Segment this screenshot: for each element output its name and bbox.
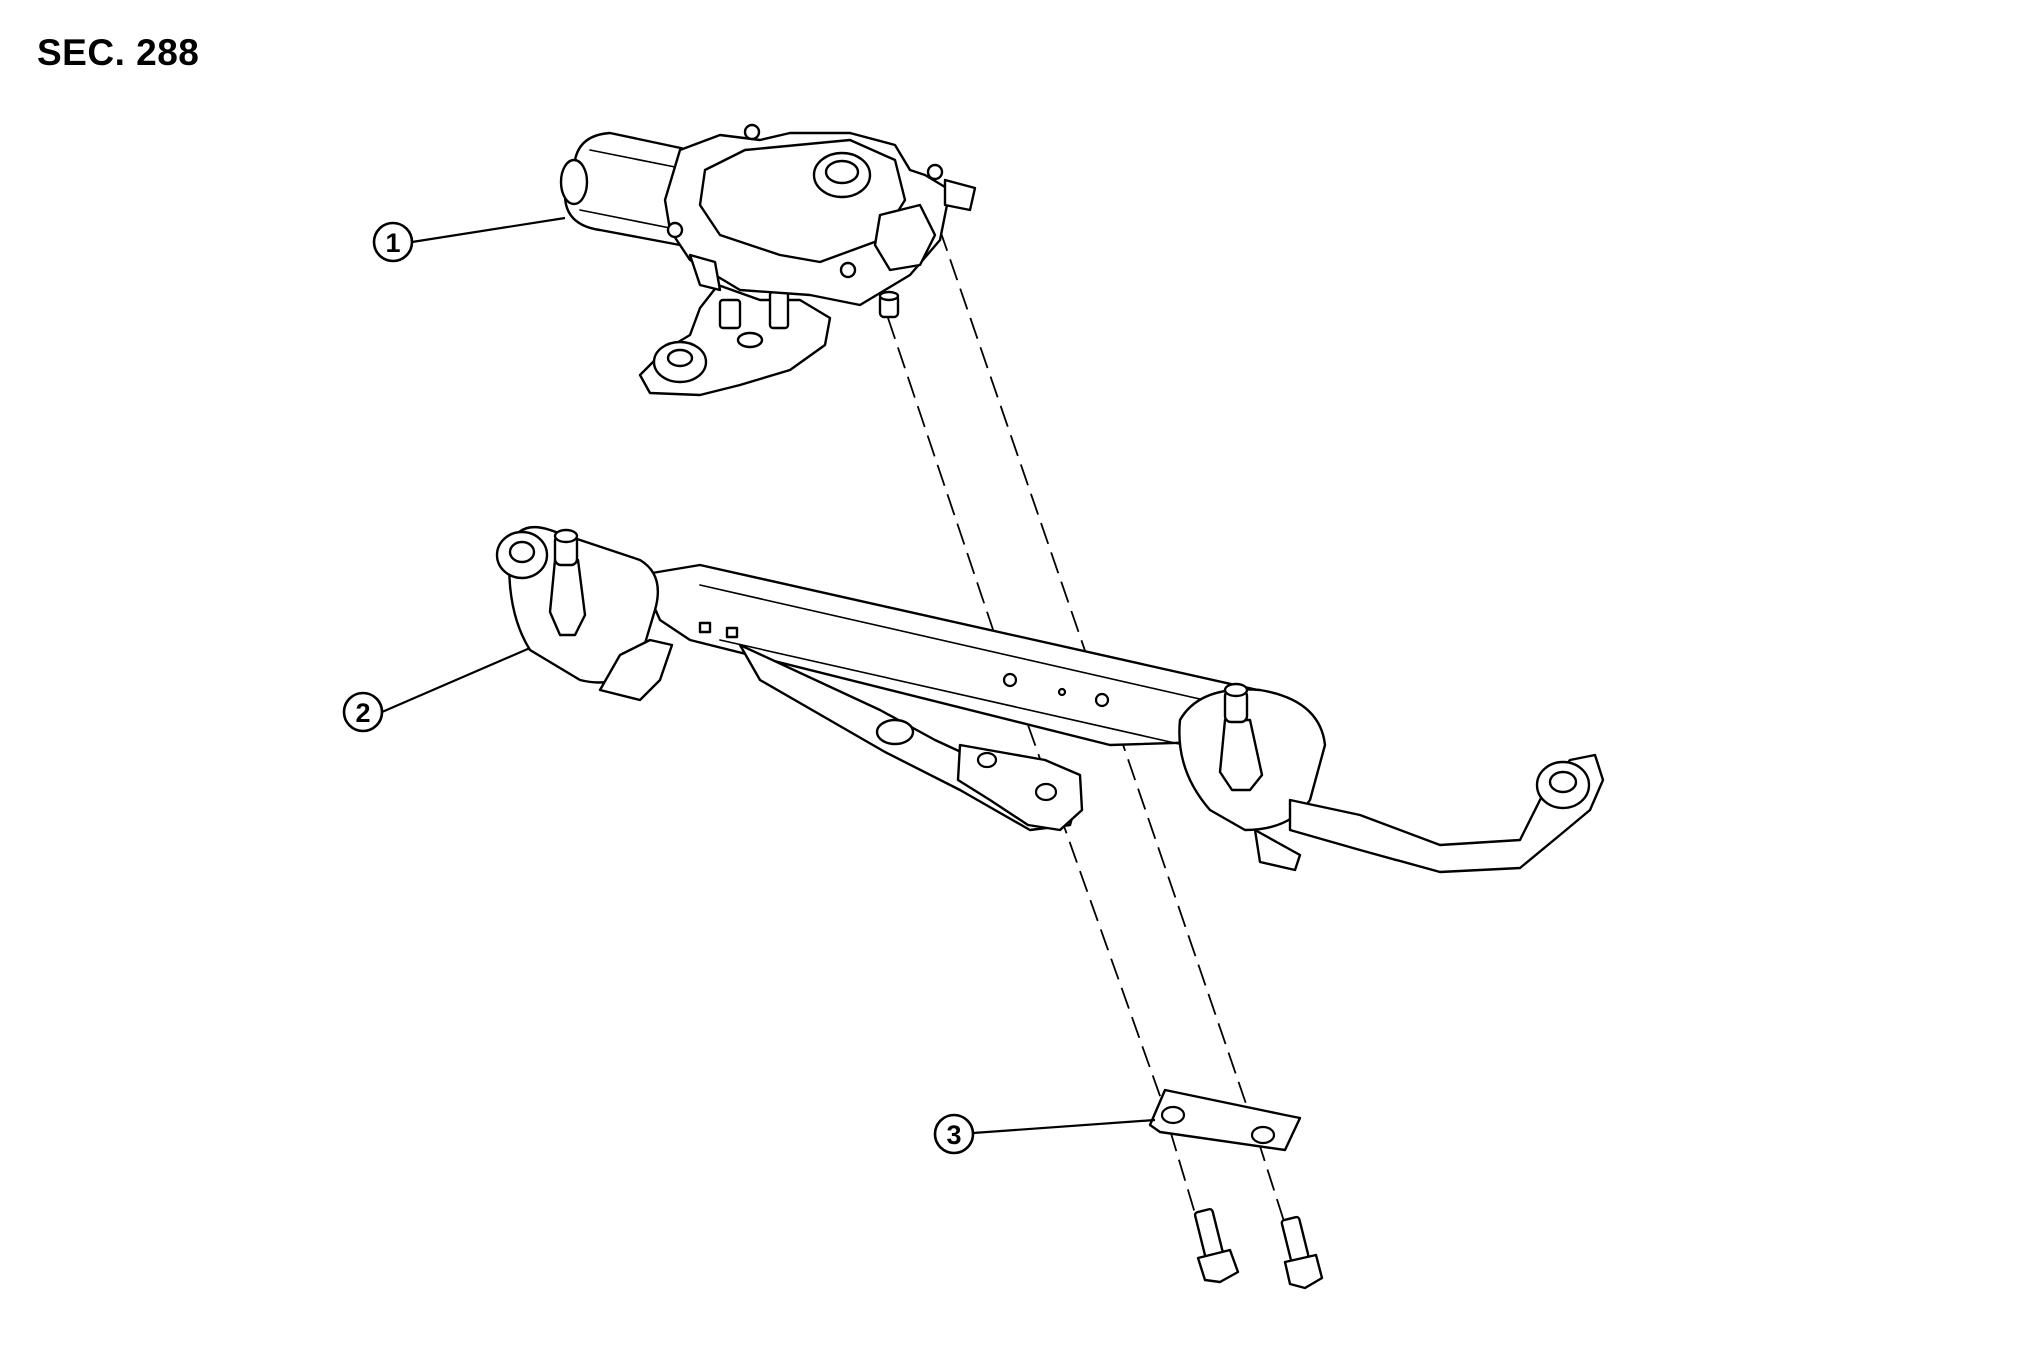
section-title: SEC. 288	[37, 32, 200, 73]
callout-1: 1	[372, 216, 566, 263]
bolt-right	[1280, 1215, 1324, 1290]
callout-2-label: 2	[355, 698, 370, 728]
callout-3: 3	[933, 1113, 1156, 1155]
callout-1-label: 1	[385, 228, 400, 258]
wiper-motor	[559, 123, 977, 397]
wiper-drive-assembly	[495, 525, 1605, 874]
bolt-left	[1193, 1207, 1240, 1284]
callout-2: 2	[342, 646, 531, 733]
bracket	[1148, 1088, 1302, 1152]
callout-3-label: 3	[946, 1120, 961, 1150]
